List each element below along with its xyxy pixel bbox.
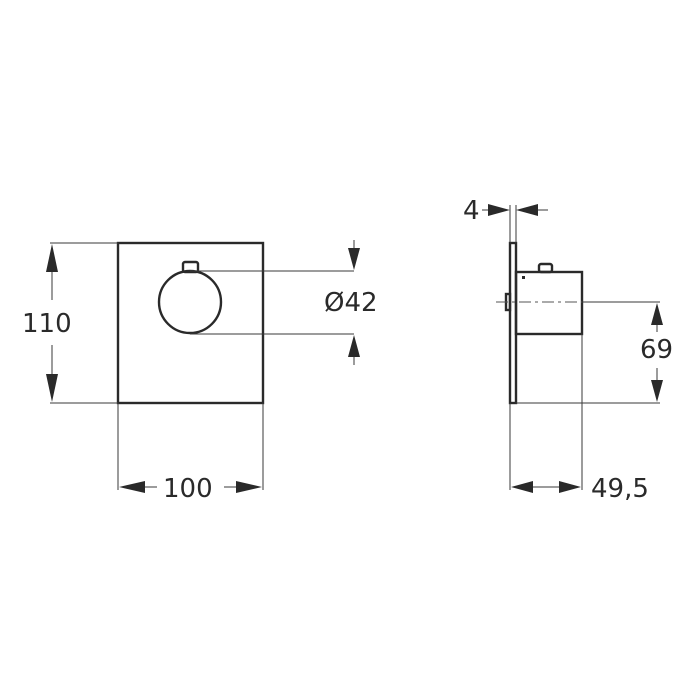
knob-indicator (181, 260, 200, 274)
diameter-dimension: Ø42 (190, 240, 378, 365)
height-dimension: 110 (22, 242, 118, 404)
thickness-label: 4 (463, 196, 480, 226)
axis-height-dimension: 69 (516, 301, 673, 404)
thickness-dimension: 4 (463, 196, 548, 243)
depth-label: 49,5 (591, 474, 649, 504)
diameter-label: Ø42 (324, 288, 378, 318)
side-indicator (537, 262, 554, 274)
axis-height-label: 69 (640, 335, 673, 365)
knob-circle (157, 269, 223, 335)
valve-body (514, 270, 584, 336)
height-label: 110 (22, 309, 72, 339)
depth-dimension: 49,5 (509, 334, 649, 504)
cover-plate (116, 241, 265, 405)
side-view: 4 69 49,5 (463, 196, 673, 504)
front-view: 110 100 Ø42 (22, 240, 378, 504)
side-mark (522, 276, 525, 279)
width-label: 100 (163, 474, 213, 504)
width-dimension: 100 (117, 403, 264, 504)
